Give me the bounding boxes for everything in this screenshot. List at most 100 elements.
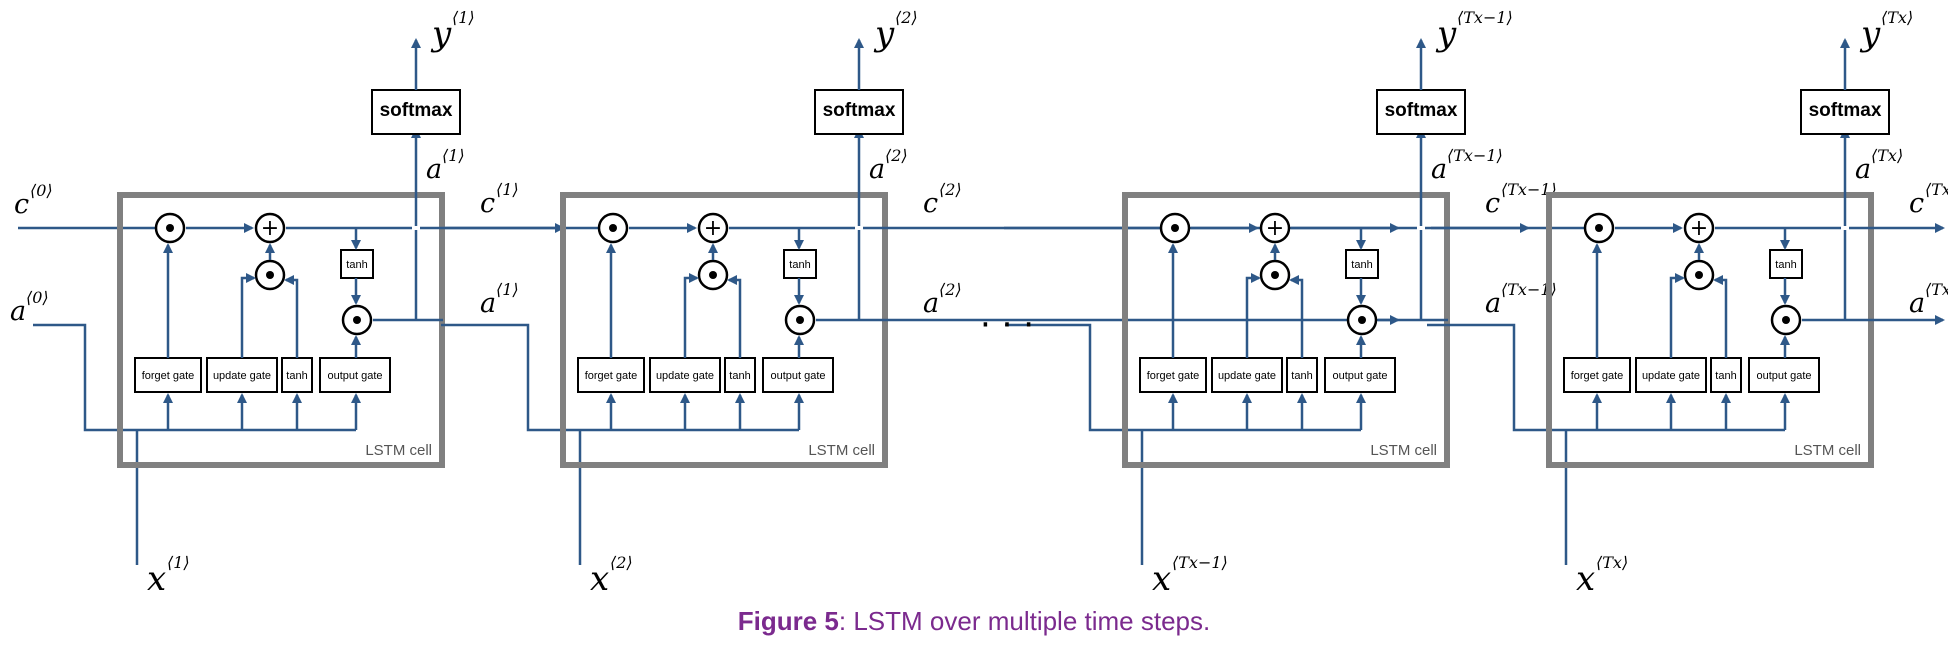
c-output-label-superscript: ⟨Tx⟩ — [1925, 180, 1948, 199]
a-in-wire — [1005, 323, 1361, 432]
x-input-label-superscript: ⟨Tx−1⟩ — [1172, 553, 1228, 572]
forget-gate-box-label: forget gate — [1147, 370, 1200, 382]
output-multiply-dot — [353, 316, 361, 324]
softmax-box-label: softmax — [823, 100, 896, 121]
ellipsis: · · · — [980, 305, 1034, 345]
softmax-box — [1376, 89, 1466, 135]
forget-gate-box-label: forget gate — [585, 370, 638, 382]
y-output-label-symbol: y — [873, 14, 895, 54]
forget-gate-box-label: forget gate — [142, 370, 195, 382]
forget-multiply-dot — [1171, 224, 1179, 232]
cell-tanh-box — [340, 249, 374, 279]
lstm-diagram: LSTM cell forget gate update gate tanh outpu… — [10, 8, 1948, 599]
output-multiply-dot — [796, 316, 804, 324]
lstm-cell-frame — [1122, 192, 1450, 468]
a-output-label-superscript: ⟨Tx⟩ — [1925, 280, 1948, 299]
a-up-label-symbol: a — [1855, 154, 1871, 185]
a-output-label-superscript: ⟨Tx−1⟩ — [1501, 280, 1557, 299]
update-gate-box-label: update gate — [1642, 370, 1700, 382]
output-gate-box — [762, 357, 834, 393]
a-output-label-superscript: ⟨1⟩ — [496, 280, 519, 299]
update-multiply-dot — [709, 271, 717, 279]
softmax-box-label: softmax — [1385, 100, 1458, 121]
a-in-wire — [1427, 323, 1785, 432]
tanh-gate-box-label: tanh — [286, 370, 307, 382]
update-gate-box — [1635, 357, 1707, 393]
output-gate-box-label: output gate — [327, 370, 382, 382]
lstm-cell-frame — [560, 192, 888, 468]
lstm-timestep-3: LSTM cell forget gate update gate tanh outpu… — [1004, 8, 1557, 599]
c-output-label-superscript: ⟨2⟩ — [939, 180, 962, 199]
tanh-gate-box — [1710, 357, 1742, 393]
tanh-gate-box-label: tanh — [729, 370, 750, 382]
cell-tanh-box-label: tanh — [789, 259, 810, 271]
forget-gate-box-label: forget gate — [1571, 370, 1624, 382]
y-output-label-symbol: y — [1435, 14, 1457, 54]
c-output-label-symbol: c — [480, 188, 495, 219]
y-output-label-superscript: ⟨2⟩ — [895, 8, 918, 27]
x-input-label-symbol: x — [590, 559, 609, 599]
a-output-label-superscript: ⟨2⟩ — [939, 280, 962, 299]
softmax-box-label: softmax — [1809, 100, 1882, 121]
update-gate-box — [649, 357, 721, 393]
x-input-label-symbol: x — [1152, 559, 1171, 599]
update-multiply-dot — [1271, 271, 1279, 279]
lstm-cell-label: LSTM cell — [808, 442, 875, 459]
tanh-gate-box — [724, 357, 756, 393]
svg-text:⟨0⟩: ⟨0⟩ — [26, 288, 49, 307]
cell-add-sign: + — [261, 216, 279, 241]
a0-label: a ⟨0⟩ — [10, 288, 49, 327]
a-output-label-symbol: a — [1909, 288, 1925, 319]
tanh-gate-box-label: tanh — [1291, 370, 1312, 382]
a-up-label-superscript: ⟨1⟩ — [442, 146, 465, 165]
update-multiply-dot — [266, 271, 274, 279]
output-gate-box — [1748, 357, 1820, 393]
svg-text:c: c — [14, 189, 29, 220]
y-output-label-superscript: ⟨Tx−1⟩ — [1457, 8, 1513, 27]
lstm-cell-label: LSTM cell — [1370, 442, 1437, 459]
a-output-label-symbol: a — [480, 288, 496, 319]
update-to-mult — [1245, 273, 1261, 358]
a-up-label-symbol: a — [869, 154, 885, 185]
cell-add — [697, 212, 729, 244]
cell-add — [1683, 212, 1715, 244]
c-output-label-symbol: c — [1909, 188, 1924, 219]
figure-caption-text: : LSTM over multiple time steps. — [838, 606, 1211, 636]
y-output-label-superscript: ⟨1⟩ — [452, 8, 475, 27]
lstm-cell-frame — [117, 192, 445, 468]
x-input-label-symbol: x — [1576, 559, 1595, 599]
tanh-gate-box-label: tanh — [1715, 370, 1736, 382]
a-output-label-symbol: a — [923, 288, 939, 319]
y-output-label-superscript: ⟨Tx⟩ — [1881, 8, 1913, 27]
figure-number: Figure 5 — [737, 606, 839, 636]
c-output-label-symbol: c — [923, 188, 938, 219]
c-output-label-superscript: ⟨Tx−1⟩ — [1501, 180, 1557, 199]
softmax-box — [371, 89, 461, 135]
output-multiply-dot — [1358, 316, 1366, 324]
softmax-box — [1800, 89, 1890, 135]
c-output-label-superscript: ⟨1⟩ — [496, 180, 519, 199]
lstm-cell-label: LSTM cell — [365, 442, 432, 459]
update-gate-box-label: update gate — [656, 370, 714, 382]
x-input-label-superscript: ⟨Tx⟩ — [1596, 553, 1628, 572]
cell-tanh-box-label: tanh — [1775, 259, 1796, 271]
output-gate-box-label: output gate — [770, 370, 825, 382]
cell-add — [254, 212, 286, 244]
update-multiply-dot — [1695, 271, 1703, 279]
lstm-timestep-1: LSTM cell forget gate update gate tanh outpu… — [18, 8, 565, 599]
cell-add-sign: + — [1690, 216, 1708, 241]
forget-multiply-dot — [1595, 224, 1603, 232]
forget-gate-box — [577, 357, 645, 393]
update-gate-box-label: update gate — [213, 370, 271, 382]
update-gate-box-label: update gate — [1218, 370, 1276, 382]
output-gate-box-label: output gate — [1332, 370, 1387, 382]
a-up-label-symbol: a — [426, 154, 442, 185]
update-to-mult — [240, 273, 256, 358]
a-up-label-superscript: ⟨Tx−1⟩ — [1447, 146, 1503, 165]
a-up-label-symbol: a — [1431, 154, 1447, 185]
tanh-to-mult — [727, 275, 742, 358]
a-in-wire — [441, 323, 799, 432]
x-input-label-superscript: ⟨2⟩ — [610, 553, 633, 572]
forget-multiply-dot — [609, 224, 617, 232]
cell-add-sign: + — [1266, 216, 1284, 241]
